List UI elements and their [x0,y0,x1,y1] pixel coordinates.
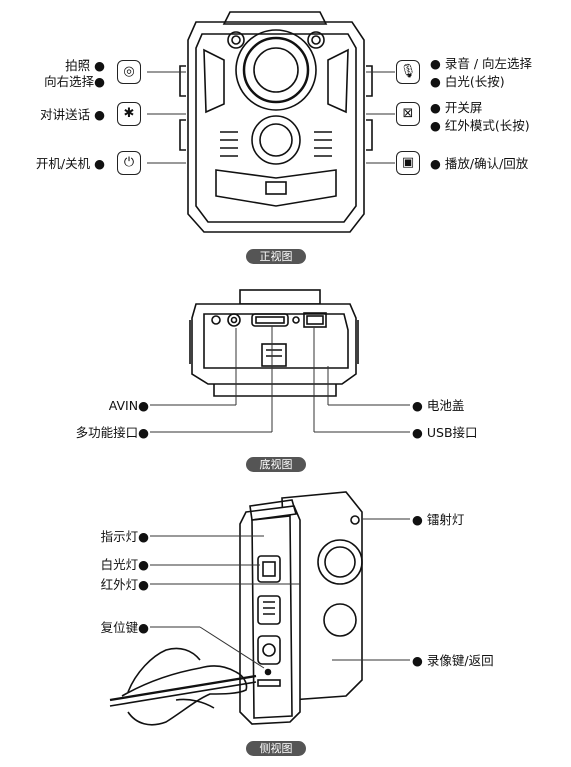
label-ir-lamp: 红外灯● [100,577,149,592]
label-record-back: ● 录像键/返回 [412,653,494,668]
label-photo: 拍照 ● [65,58,105,73]
label-usb: ● USB接口 [412,425,478,440]
play-icon: ▣ [396,151,420,175]
label-multi-port: 多功能接口● [75,425,149,440]
side-view-title: 侧视图 [246,741,306,756]
label-avin: AVIN● [108,398,149,413]
label-white-light: ● 白光(长按) [430,74,505,89]
label-play: ● 播放/确认/回放 [430,156,529,171]
label-laser: ● 镭射灯 [412,512,465,527]
label-indicator: 指示灯● [100,529,149,544]
label-battery-cover: ● 电池盖 [412,398,465,413]
talk-icon: ✱ [117,102,141,126]
microphone-icon: 🎙 [396,60,420,84]
front-view-title: 正视图 [246,249,306,264]
label-record: ● 录音 / 向左选择 [430,56,533,71]
power-icon: ⏻ [117,151,141,175]
bottom-view-title: 底视图 [246,457,306,472]
camera-icon: ◎ [117,60,141,84]
label-select-right: 向右选择● [44,74,105,89]
label-ir: ● 红外模式(长按) [430,118,530,133]
label-power: 开机/关机 ● [35,156,105,171]
label-screen: ● 开关屏 [430,100,483,115]
screen-off-icon: ⊠ [396,102,420,126]
label-reset: 复位键● [100,620,149,635]
label-talk: 对讲送话 ● [40,107,105,122]
label-white-lamp: 白光灯● [100,557,149,572]
